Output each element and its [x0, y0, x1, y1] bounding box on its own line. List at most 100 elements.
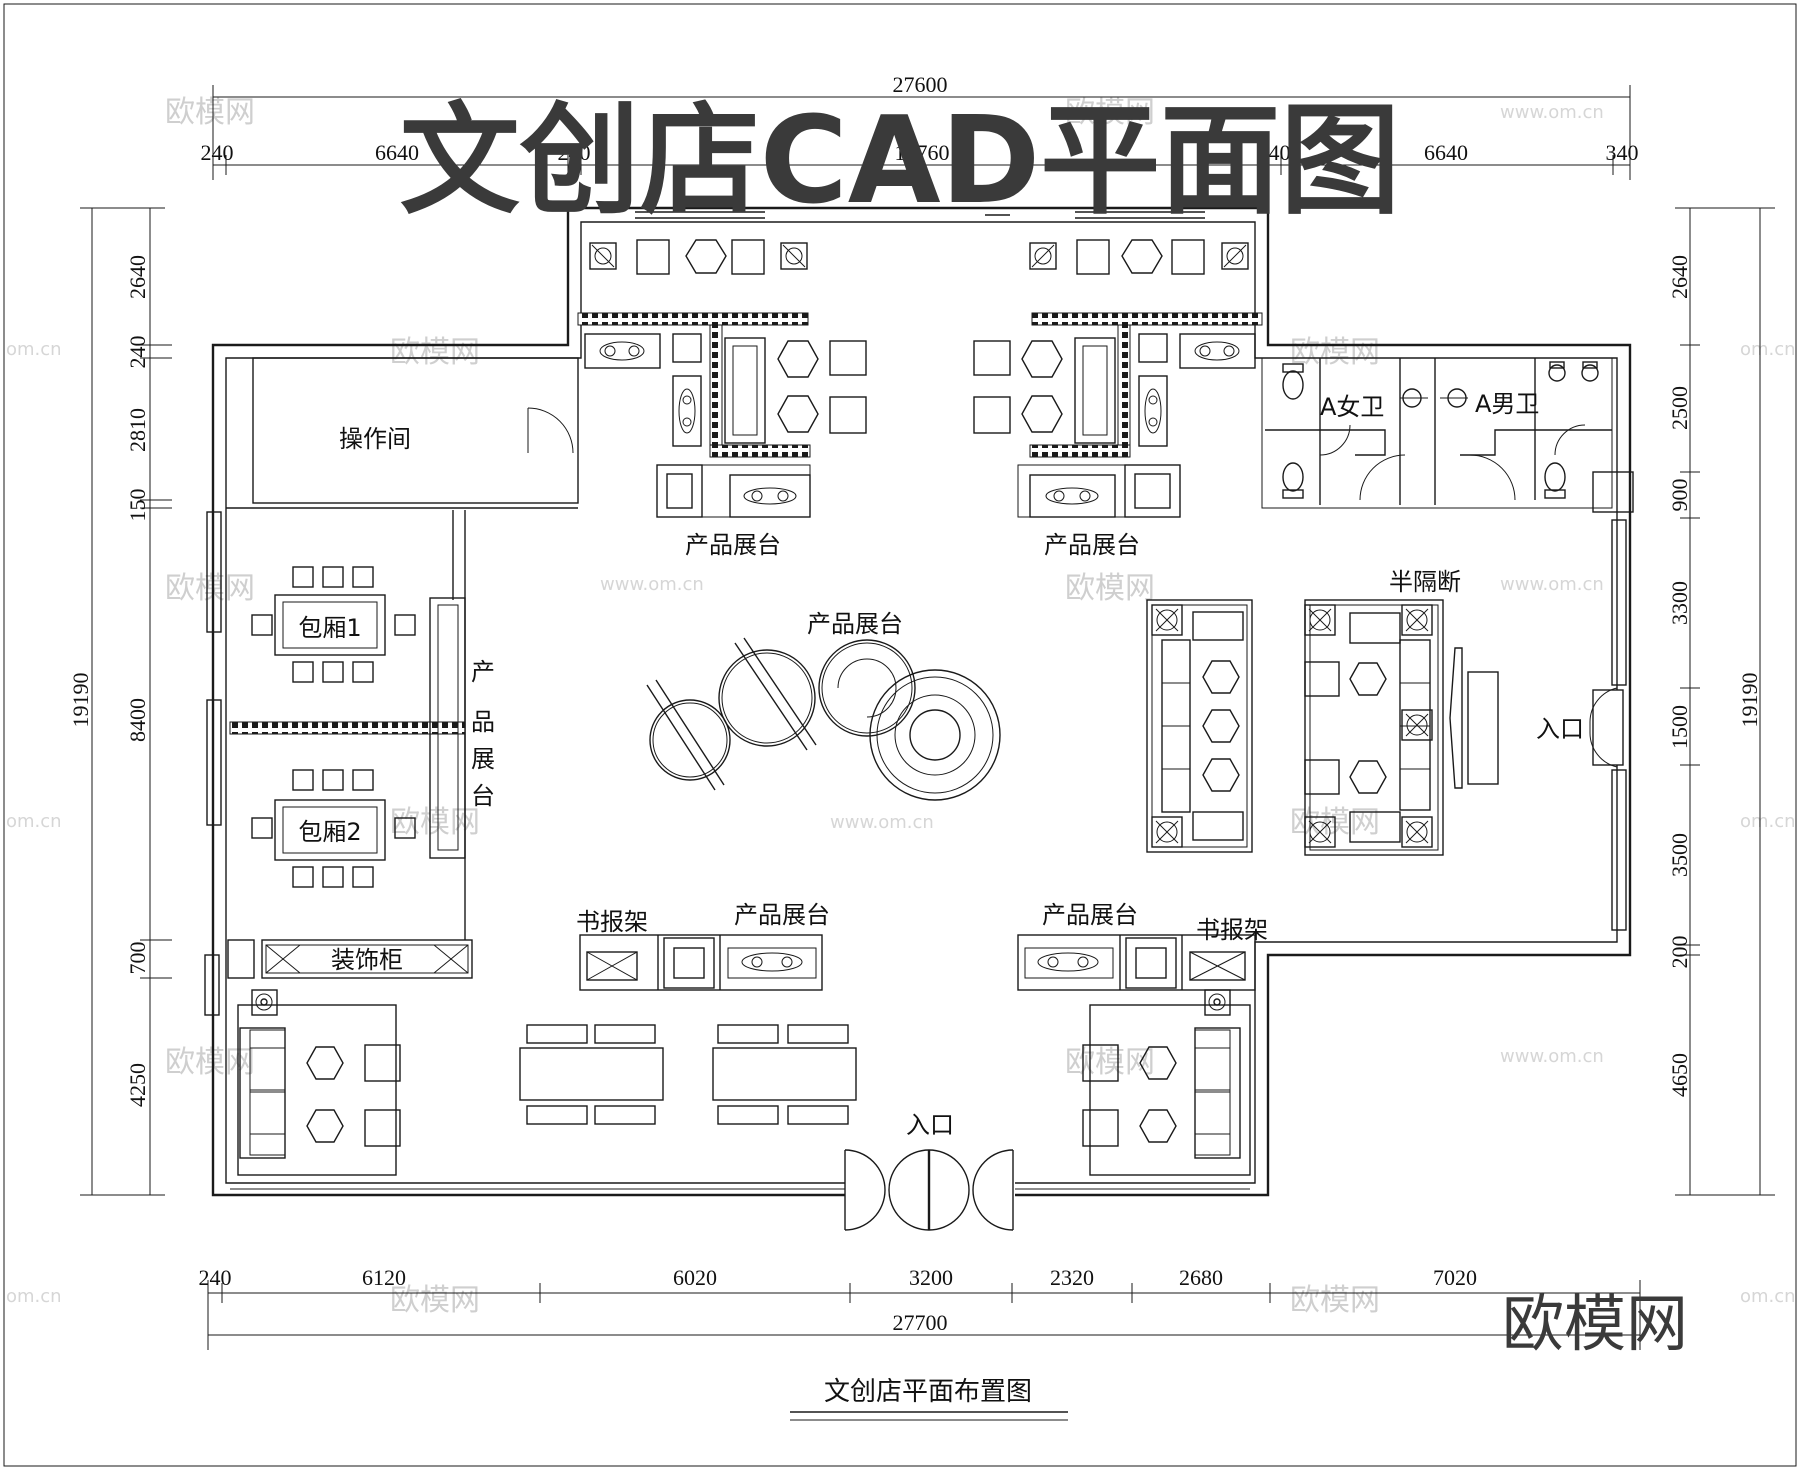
watermark-text: 欧模网	[1065, 1045, 1155, 1080]
dim-bottom-seg: 7020	[1433, 1265, 1477, 1290]
female-restroom-label: A女卫	[1320, 393, 1384, 421]
watermark-url: www.om.cn	[1500, 574, 1604, 595]
dim-left-seg: 240	[125, 336, 150, 369]
display-top-left-label: 产品展台	[685, 531, 781, 559]
display-cluster-bottom-right: 产品展台 书报架	[1017, 901, 1268, 991]
svg-text:产: 产	[471, 658, 495, 686]
page-frame	[3, 3, 1797, 1467]
watermark-url: om.cn	[6, 1286, 62, 1307]
private-room-1-label: 包厢1	[298, 614, 361, 642]
dim-left-seg: 4250	[125, 1063, 150, 1107]
display-center-label: 产品展台	[807, 610, 903, 638]
dim-bottom-seg: 6020	[673, 1265, 717, 1290]
watermark-text: 欧模网	[1290, 1283, 1380, 1318]
dim-right-total: 19190	[1737, 673, 1762, 728]
watermark-url: om.cn	[1740, 1286, 1796, 1307]
svg-text:品: 品	[471, 708, 495, 736]
lounge-right: 半隔断	[1146, 568, 1499, 856]
display-cluster-top-right: 产品展台	[973, 312, 1263, 559]
display-bottom-right-label: 产品展台	[1042, 901, 1138, 929]
dim-right-seg: 3500	[1667, 833, 1692, 877]
vertical-display-label: 产 品 展 台	[471, 658, 495, 810]
display-cluster-bottom-left: 书报架 产品展台	[576, 901, 830, 991]
watermark-url: om.cn	[6, 339, 62, 360]
side-entrance: 入口	[1536, 687, 1624, 768]
private-room-2-label: 包厢2	[298, 818, 361, 846]
brand-logo: 欧模网	[1502, 1287, 1688, 1360]
dim-top-total: 27600	[893, 72, 948, 97]
private-rooms: 产 品 展 台 包厢1 包厢2	[229, 510, 495, 940]
dimension-bottom: 240 6120 6020 3200 2320 2680 7020 27700	[199, 1265, 1641, 1350]
watermark-url: www.om.cn	[830, 812, 934, 833]
book-rack-left-label: 书报架	[576, 908, 648, 936]
display-top-right-label: 产品展台	[1044, 531, 1140, 559]
dim-right-seg: 1500	[1667, 705, 1692, 749]
watermark-text: 欧模网	[390, 335, 480, 370]
watermark-url: om.cn	[1740, 339, 1796, 360]
dim-top-seg: 240	[201, 140, 234, 165]
dim-left-total: 19190	[68, 673, 93, 728]
watermark-text: 欧模网	[1290, 335, 1380, 370]
display-bottom-left-label: 产品展台	[734, 901, 830, 929]
dim-right-seg: 2640	[1667, 255, 1692, 299]
dim-left-seg: 700	[125, 942, 150, 975]
dimension-left: 19190 2640 240 2810 150 8400 700 4250	[68, 207, 172, 1196]
watermark-text: 欧模网	[1065, 95, 1155, 130]
watermark-url: www.om.cn	[600, 574, 704, 595]
vertical-display-stand	[429, 597, 466, 859]
dim-top-seg: 240	[1258, 140, 1291, 165]
watermark-url: www.om.cn	[1500, 102, 1604, 123]
dim-right-seg: 3300	[1667, 581, 1692, 625]
watermark-text: 欧模网	[390, 1283, 480, 1318]
dim-top-seg: 13760	[895, 140, 950, 165]
display-center-round-tables: 产品展台	[646, 610, 1001, 801]
dining-table-1	[274, 594, 386, 656]
dim-bottom-seg: 240	[199, 1265, 232, 1290]
dim-bottom-seg: 2680	[1179, 1265, 1223, 1290]
lounge-bottom-right	[1082, 989, 1251, 1176]
decor-cabinet: 装饰柜	[227, 939, 473, 979]
dim-top-seg: 6640	[375, 140, 419, 165]
watermark-url: om.cn	[1740, 811, 1796, 832]
watermark-text: 欧模网	[165, 1045, 255, 1080]
side-entrance-label: 入口	[1536, 715, 1584, 743]
watermark-url: om.cn	[6, 811, 62, 832]
dim-top-seg: 6640	[1424, 140, 1468, 165]
restrooms: A女卫 A男卫	[1261, 357, 1634, 513]
dim-left-seg: 2640	[125, 255, 150, 299]
watermark-url: www.om.cn	[1500, 1046, 1604, 1067]
caption-text: 文创店平面布置图	[824, 1377, 1032, 1407]
book-rack-right-label: 书报架	[1196, 916, 1268, 944]
display-cluster-top-left: 产品展台	[577, 312, 867, 559]
dim-bottom-total: 27700	[893, 1310, 948, 1335]
watermark-text: 欧模网	[165, 95, 255, 130]
dim-left-seg: 150	[125, 489, 150, 522]
dim-right-seg: 900	[1667, 479, 1692, 512]
drawing-caption: 文创店平面布置图	[790, 1377, 1068, 1421]
dim-bottom-seg: 3200	[909, 1265, 953, 1290]
dim-right-seg: 200	[1667, 936, 1692, 969]
main-entrance: 入口	[844, 1111, 1015, 1231]
watermark-text: 欧模网	[165, 571, 255, 606]
dim-top-seg: 240	[558, 140, 591, 165]
dimension-top: 27600 240 6640 240 13760 240 6640 340	[201, 72, 1639, 180]
svg-text:台: 台	[471, 782, 495, 810]
dim-left-seg: 8400	[125, 698, 150, 742]
dim-bottom-seg: 6120	[362, 1265, 406, 1290]
dim-right-seg: 4650	[1667, 1053, 1692, 1097]
dim-bottom-seg: 2320	[1050, 1265, 1094, 1290]
watermark-text: 欧模网	[1065, 571, 1155, 606]
half-partition-label: 半隔断	[1389, 568, 1461, 596]
svg-text:展: 展	[471, 745, 495, 773]
dim-right-seg: 2500	[1667, 386, 1692, 430]
operation-room-label: 操作间	[339, 425, 411, 453]
watermark-text: 欧模网	[390, 805, 480, 840]
operation-room: 操作间	[226, 357, 579, 509]
lounge-bottom-left	[237, 989, 401, 1176]
decor-cabinet-label: 装饰柜	[331, 946, 403, 974]
top-niche-items	[589, 239, 1249, 275]
main-entrance-label: 入口	[906, 1111, 954, 1139]
male-restroom-label: A男卫	[1475, 390, 1539, 418]
dim-left-seg: 2810	[125, 408, 150, 452]
